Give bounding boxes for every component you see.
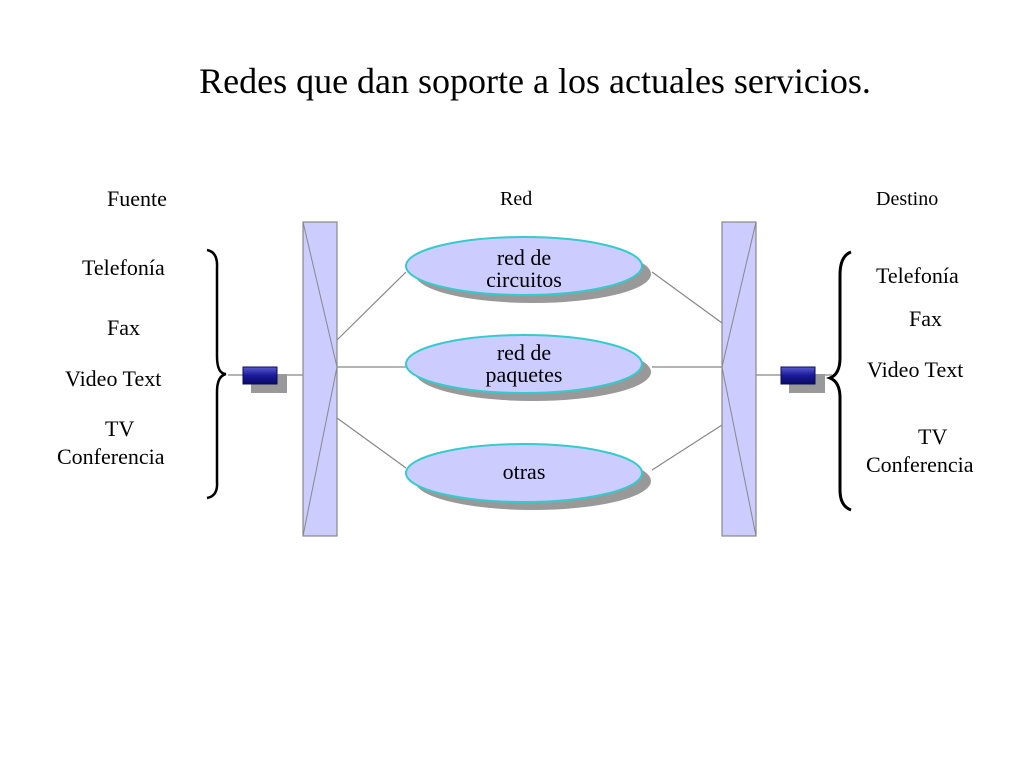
header-source: Fuente <box>107 186 167 211</box>
source-video-text: Video Text <box>65 366 162 391</box>
destination-connector <box>780 366 825 393</box>
packet-network-node <box>405 334 651 401</box>
packet-network-label-line2: paquetes <box>485 362 563 387</box>
destination-brace <box>825 250 852 512</box>
source-tv: TV <box>105 416 135 441</box>
right-mux-panel <box>721 221 757 537</box>
circuit-network-label-line1: red de <box>496 245 552 270</box>
destination-video-text: Video Text <box>867 357 964 382</box>
circuit-network-label: red de circuitos <box>444 247 604 291</box>
source-brace <box>206 248 227 500</box>
destination-tv: TV <box>918 424 948 449</box>
other-network-node <box>405 443 651 510</box>
source-fax: Fax <box>107 315 140 340</box>
destination-telefonia: Telefonía <box>876 263 959 288</box>
packet-network-label-line1: red de <box>496 340 552 365</box>
other-network-label: otras <box>502 459 546 484</box>
circuit-network-label-line2: circuitos <box>486 267 562 292</box>
source-conferencia: Conferencia <box>57 444 165 469</box>
header-network: Red <box>500 188 533 210</box>
header-destination: Destino <box>876 188 939 210</box>
page-title: Redes que dan soporte a los actuales ser… <box>199 61 871 101</box>
destination-conferencia: Conferencia <box>866 452 974 477</box>
packet-network-label: red de paquetes <box>444 342 604 386</box>
left-mux-panel <box>302 221 338 537</box>
source-telefonia: Telefonía <box>82 255 165 280</box>
source-connector <box>242 366 287 393</box>
circuit-network-node <box>405 236 651 303</box>
destination-fax: Fax <box>909 306 942 331</box>
